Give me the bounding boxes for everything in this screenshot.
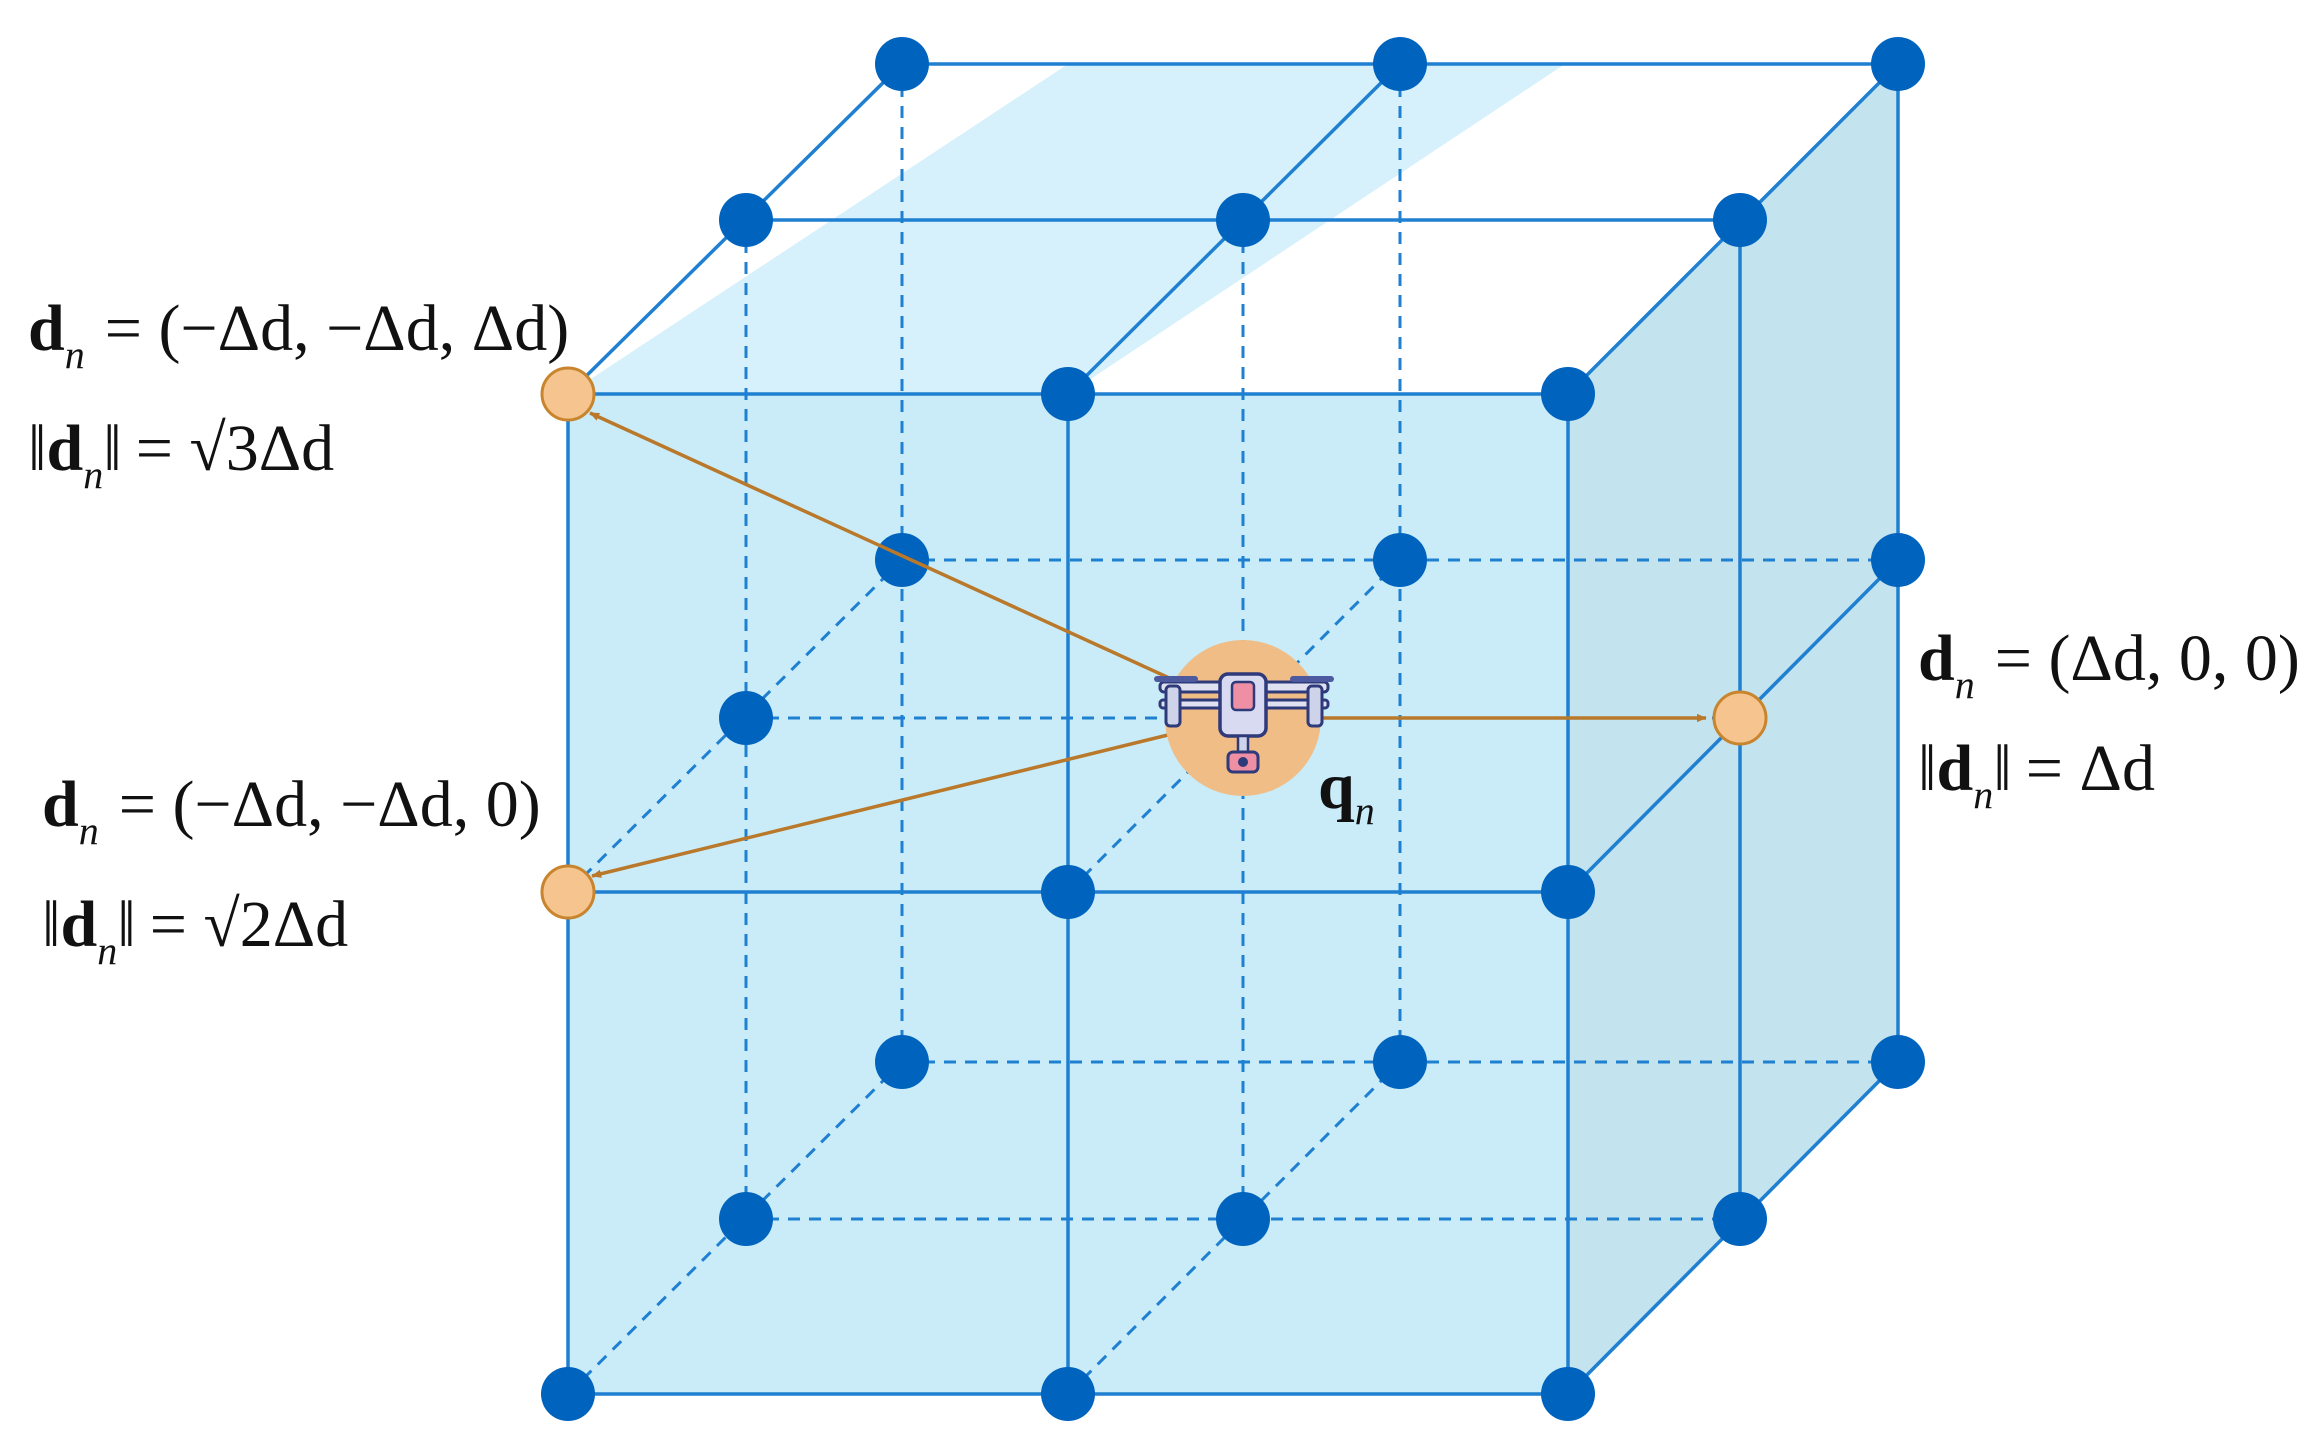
lattice-node (1541, 1367, 1595, 1421)
lattice-node (1871, 533, 1925, 587)
norm-equation-top-left: ‖dn‖= √3Δd (28, 412, 334, 497)
norm-equation-mid-left: ‖dn‖= √2Δd (42, 888, 348, 973)
lattice-node (1041, 865, 1095, 919)
lattice-node (1373, 37, 1427, 91)
lattice-node (1713, 193, 1767, 247)
lattice-node (719, 1192, 773, 1246)
vector-equation-mid-left: dn= (−Δd, −Δd, 0) (42, 768, 541, 853)
highlighted-nodes (540, 366, 1768, 920)
highlight-node-top-left (540, 366, 596, 422)
lattice-node (541, 1367, 595, 1421)
lattice-node (1541, 367, 1595, 421)
lattice-node (719, 193, 773, 247)
lattice-node (1713, 1192, 1767, 1246)
lattice-node (1216, 1192, 1270, 1246)
lattice-node (1871, 37, 1925, 91)
vector-equation-right: dn= (Δd, 0, 0) (1918, 622, 2300, 707)
direction-arrows (589, 411, 1707, 878)
lattice-node (719, 691, 773, 745)
lattice-node (1373, 1035, 1427, 1089)
arrow-to-mid-left-node (591, 732, 1173, 878)
lattice-node (1041, 1367, 1095, 1421)
label-top-left: dn= (−Δd, −Δd, Δd) ‖dn‖= √3Δd (28, 292, 569, 497)
label-right: dn= (Δd, 0, 0) ‖dn‖= Δd (1918, 622, 2300, 817)
label-mid-left: dn= (−Δd, −Δd, 0) ‖dn‖= √2Δd (42, 768, 541, 973)
cube-top-face (568, 64, 1565, 394)
lattice-node (875, 37, 929, 91)
arrow-to-top-left-node (589, 411, 1179, 684)
lattice-node (875, 1035, 929, 1089)
highlight-node-mid-left (540, 864, 596, 920)
lattice-node (1216, 193, 1270, 247)
lattice-node (1041, 367, 1095, 421)
lattice-node (1373, 533, 1427, 587)
lattice-node (1871, 1035, 1925, 1089)
highlight-node-right (1712, 690, 1768, 746)
drone-icon (1154, 640, 1334, 796)
norm-equation-right: ‖dn‖= Δd (1918, 732, 2155, 817)
lattice-nodes (541, 37, 1925, 1421)
lattice-node (1541, 865, 1595, 919)
drone-label: qn (1318, 750, 1375, 833)
lattice-node (875, 533, 929, 587)
vector-equation-top-left: dn= (−Δd, −Δd, Δd) (28, 292, 569, 377)
